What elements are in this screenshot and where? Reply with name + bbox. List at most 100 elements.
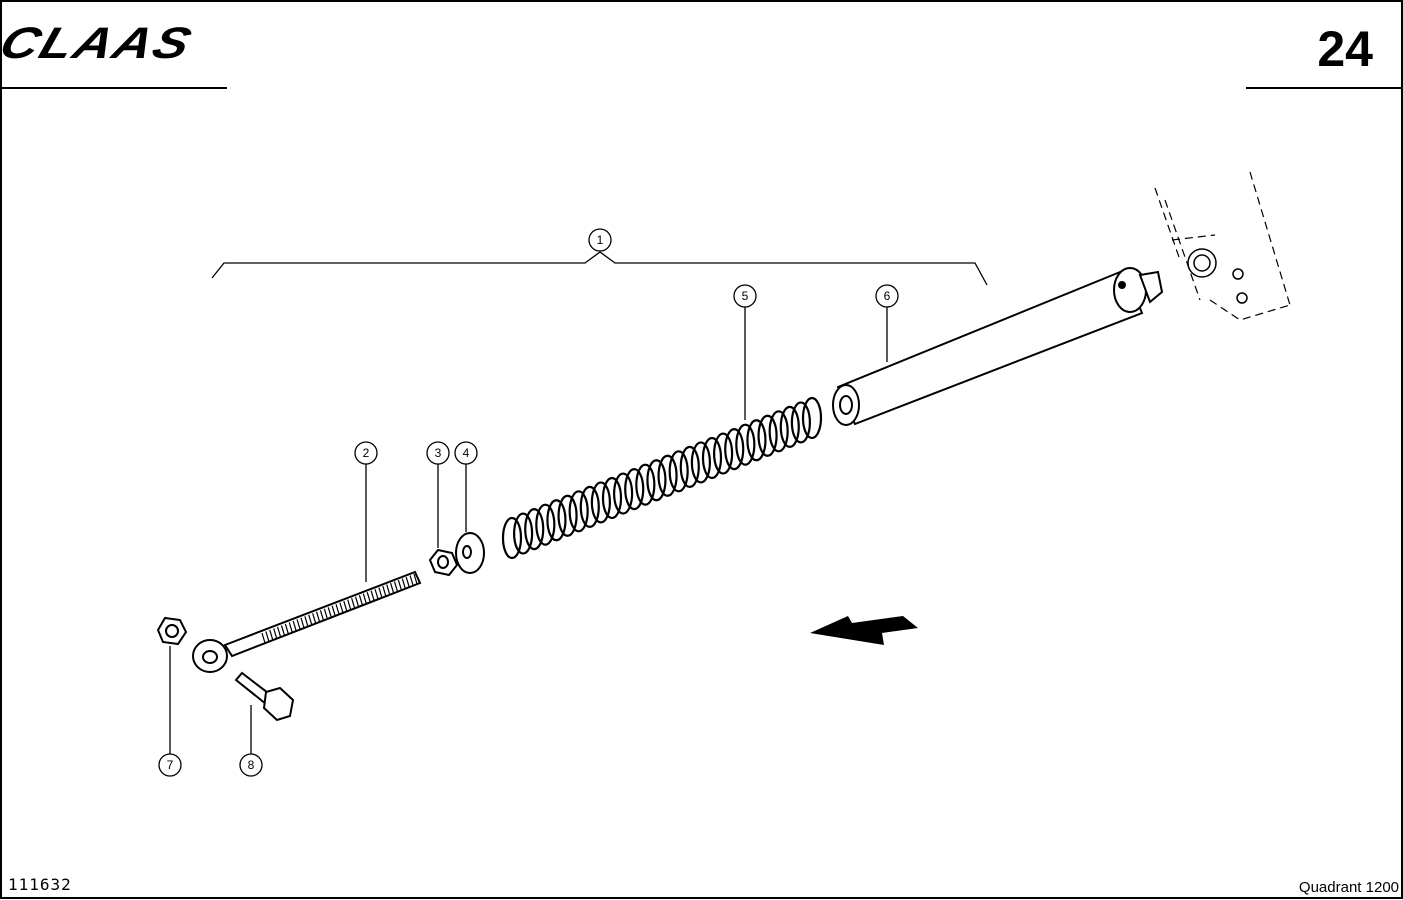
thread-mark	[273, 628, 278, 639]
callout-2: 2	[363, 446, 370, 460]
callout-circles	[158, 228, 899, 777]
thread-mark	[386, 584, 391, 595]
spring-coil	[735, 423, 756, 466]
thread-mark	[347, 599, 352, 610]
callout-8-circle	[239, 753, 263, 777]
spring-coil	[635, 463, 656, 506]
spring-coil	[768, 410, 789, 453]
spring-coil	[601, 476, 623, 520]
thread-mark	[269, 629, 274, 641]
spring-coil	[590, 481, 611, 524]
bolt-part-8	[234, 671, 295, 722]
callout-4-circle	[454, 441, 478, 465]
nut-part-7	[156, 616, 188, 646]
thread-mark	[312, 613, 317, 624]
spring-coil	[579, 485, 600, 528]
thread-mark	[366, 591, 371, 603]
thread-mark	[393, 581, 399, 592]
spring-coil	[701, 436, 723, 480]
spring-coil	[779, 405, 800, 448]
spring-coil	[657, 454, 678, 497]
thread-mark	[261, 632, 266, 644]
thread-mark	[315, 611, 321, 622]
callout-5-circle	[733, 284, 757, 308]
thread-mark	[280, 625, 286, 636]
thread-mark	[405, 576, 410, 588]
spring-coil	[690, 441, 711, 484]
washer-part-4	[455, 532, 485, 574]
tube-part-6	[832, 267, 1164, 426]
spring-coil	[746, 419, 767, 462]
thread-mark	[382, 585, 387, 597]
thread-mark	[354, 596, 360, 607]
spring-coil	[568, 490, 589, 533]
thread-mark	[323, 608, 328, 619]
callout-5: 5	[742, 289, 749, 303]
spring-coil	[513, 512, 534, 555]
spring-coil	[679, 445, 700, 488]
callout-2-circle	[354, 441, 378, 465]
mounting-bracket	[1154, 171, 1291, 321]
thread-mark	[327, 607, 332, 618]
drawing-number: 111632	[8, 875, 72, 894]
callout-1: 1	[597, 233, 604, 247]
thread-mark	[370, 590, 375, 601]
thread-mark	[339, 602, 344, 613]
spring-coil	[646, 459, 667, 502]
callout-7-circle	[158, 753, 182, 777]
thread-mark	[331, 605, 336, 616]
assembly-bracket	[211, 251, 988, 286]
callout-7: 7	[167, 758, 174, 772]
spring-coil	[524, 508, 545, 551]
thread-mark	[292, 620, 297, 632]
callout-4: 4	[463, 446, 470, 460]
thread-mark	[374, 588, 379, 600]
nut-part-3	[428, 548, 459, 577]
thread-mark	[409, 575, 414, 586]
spring-coil	[801, 396, 823, 440]
leader-lines	[169, 306, 888, 754]
thread-mark	[296, 619, 301, 630]
callout-6-circle	[875, 284, 899, 308]
thread-mark	[284, 623, 289, 635]
callout-8: 8	[248, 758, 255, 772]
thread-mark	[397, 579, 402, 591]
thread-mark	[277, 626, 282, 638]
spring-coil	[535, 503, 556, 546]
spring-coil	[501, 516, 523, 560]
callout-3: 3	[435, 446, 442, 460]
bracket-hole-icons	[1187, 248, 1248, 304]
spring-coil	[624, 468, 645, 511]
spring-coil	[668, 450, 689, 493]
spring-coil	[724, 428, 745, 471]
thread-mark	[304, 616, 309, 627]
thread-mark	[351, 598, 356, 609]
thread-mark	[319, 610, 325, 621]
thread-mark	[362, 593, 367, 604]
thread-mark	[300, 617, 305, 629]
thread-mark	[335, 604, 340, 615]
thread-mark	[358, 595, 364, 606]
rod-thread-marks	[261, 573, 418, 644]
spring-coil	[757, 414, 778, 457]
thread-mark	[390, 582, 395, 594]
spring-part-5	[501, 396, 823, 560]
thread-mark	[288, 622, 293, 633]
callout-6: 6	[884, 289, 891, 303]
thread-mark	[413, 573, 418, 585]
spring-coil	[790, 401, 811, 444]
spring-coil	[557, 494, 578, 537]
thread-mark	[265, 631, 270, 642]
thread-mark	[378, 587, 383, 598]
callout-3-circle	[426, 441, 450, 465]
spring-coil	[546, 499, 567, 542]
page-number: 24	[1317, 21, 1373, 77]
thread-mark	[401, 578, 406, 589]
thread-mark	[308, 614, 313, 626]
spring-coil	[713, 432, 734, 475]
model-name: Quadrant 1200	[1298, 879, 1399, 896]
direction-arrow-icon	[810, 616, 918, 645]
